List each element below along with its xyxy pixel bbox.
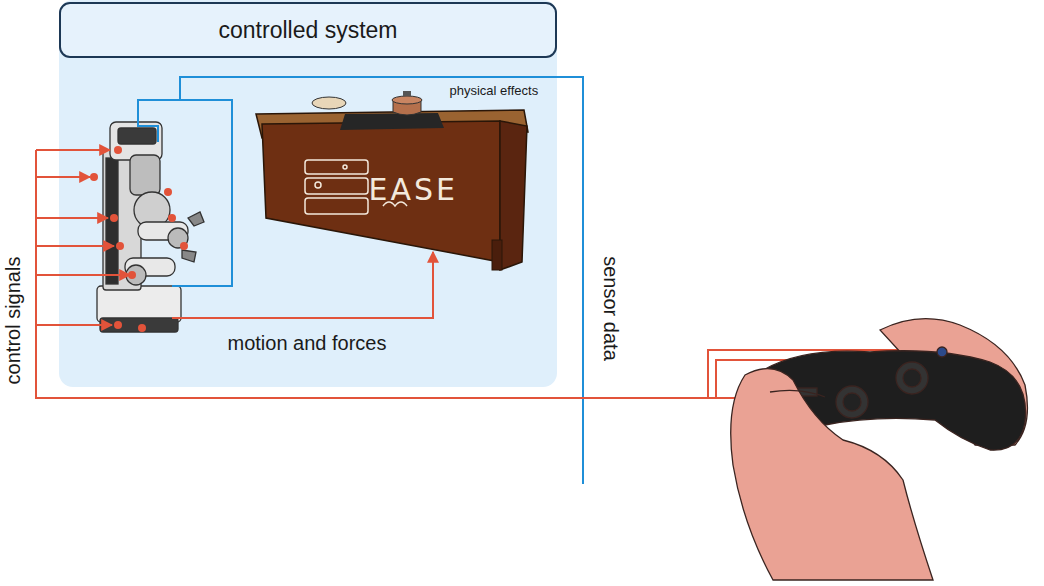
panel-title: controlled system <box>219 17 398 44</box>
gamepad-hands <box>731 319 1028 580</box>
signal-label: sensor data <box>598 256 621 361</box>
robot-figure <box>97 122 204 332</box>
sensor-line <box>138 77 583 484</box>
joint-dots <box>90 146 188 332</box>
flow-label: motion and forces <box>228 332 387 355</box>
effect-label: physical effects <box>450 84 539 99</box>
panel-header: controlled system <box>59 2 557 58</box>
signal-label: control signals <box>2 256 25 384</box>
kitchen-table <box>256 91 528 270</box>
